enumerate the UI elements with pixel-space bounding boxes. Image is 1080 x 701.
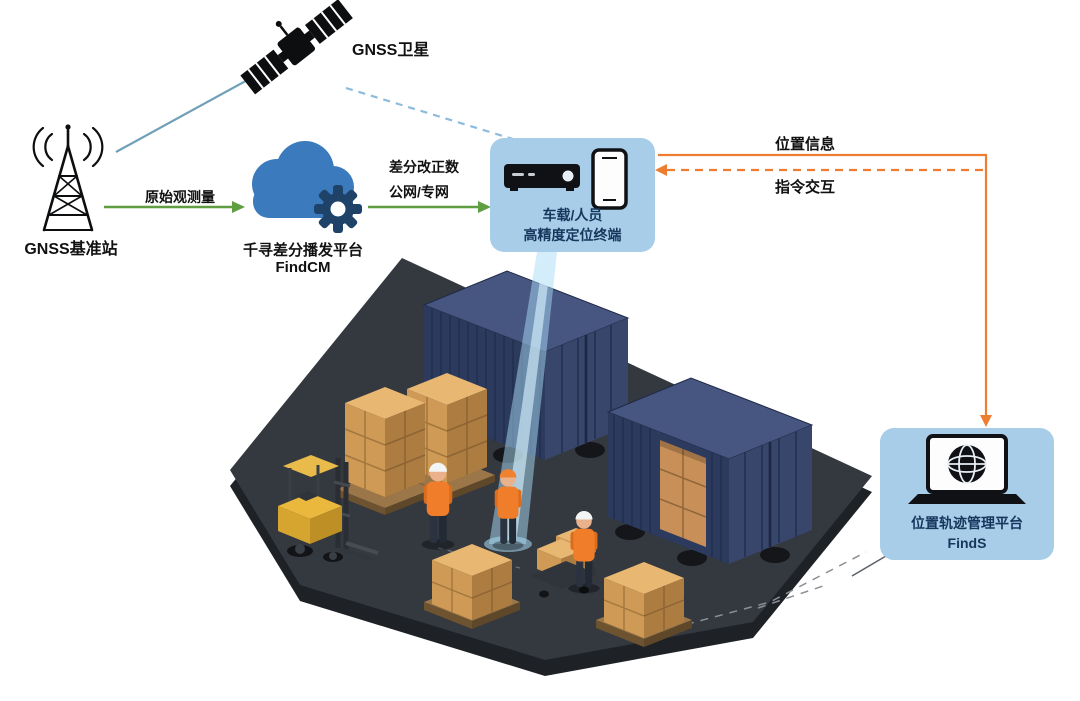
corrections-label-line2: 公网/专网 [389, 184, 449, 200]
platform [230, 258, 872, 676]
worker-figure [421, 462, 455, 550]
edge-corrections-arrow [368, 201, 491, 213]
satellite-label: GNSS卫星 [352, 42, 430, 59]
worker-figure [568, 511, 600, 594]
corrections-label-line1: 差分改正数 [389, 159, 459, 175]
base-station-icon [32, 124, 104, 232]
management-subtitle: FindS [947, 535, 987, 551]
satellite-to-base-link [115, 71, 263, 153]
receiver-box-icon [504, 164, 580, 191]
smartphone-icon [591, 148, 628, 210]
terminal-panel: 车载/人员 高精度定位终端 [490, 138, 655, 252]
cloud-platform-subtitle: FindCM [275, 259, 331, 276]
laptop-globe-icon [908, 434, 1026, 504]
finds-callout-line [851, 555, 887, 577]
pallet-stack-lower-left [424, 544, 520, 629]
satellite-icon [240, 0, 353, 95]
base-station-label: GNSS基准站 [24, 241, 118, 258]
command-interaction-label: 指令交互 [774, 179, 835, 196]
position-info-label: 位置信息 [774, 136, 835, 153]
edge-command-interaction-arrow [655, 164, 983, 176]
management-panel-icons [908, 434, 1026, 504]
terminal-label-line2: 高精度定位终端 [523, 227, 622, 243]
edge-raw-observation-arrow [104, 201, 245, 213]
cloud-platform-title: 千寻差分播发平台 [242, 242, 363, 259]
pallet-stack-lower-right [596, 562, 692, 647]
pallet-stack-front [337, 387, 433, 515]
forklift-icon [278, 455, 379, 562]
terminal-panel-icons [504, 148, 628, 210]
container-right [606, 377, 814, 566]
worker-figure [492, 469, 524, 551]
gear-icon [314, 185, 362, 233]
satellite-to-terminal-link [345, 86, 517, 142]
management-platform-panel: 位置轨迹管理平台 FindS [880, 428, 1054, 560]
management-title: 位置轨迹管理平台 [911, 515, 1023, 531]
edge-position-info-arrow [658, 153, 992, 427]
warehouse-scene [230, 252, 887, 676]
raw-observation-label: 原始观测量 [145, 189, 215, 205]
terminal-label-line1: 车载/人员 [542, 207, 603, 223]
